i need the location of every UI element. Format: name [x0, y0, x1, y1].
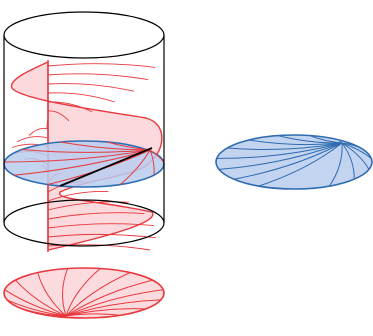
blue-fiber [309, 135, 343, 144]
blue-fiber [338, 139, 343, 144]
section-fiber [60, 141, 151, 151]
section-fiber [4, 149, 151, 163]
blue-fiber [227, 142, 343, 151]
cylinder-bottom-back [3, 199, 165, 224]
sheet-fiber [47, 83, 135, 92]
red-fiber [65, 279, 153, 317]
red-fiber [4, 289, 67, 317]
blue-fiber [218, 142, 343, 170]
projected-blue-disk [215, 134, 373, 190]
cylinder-bottom [3, 222, 165, 247]
section-fiber [119, 149, 151, 185]
sheet-fiber [47, 63, 156, 68]
sheet-fiber [28, 127, 49, 136]
red-fiber [6, 299, 67, 317]
projected-red-disk [3, 267, 165, 319]
red-fiber [65, 268, 101, 317]
highlight-fiber [59, 147, 153, 187]
blue-fiber [233, 142, 343, 180]
red-fiber [65, 313, 121, 317]
blue-fiber [341, 142, 370, 170]
cylinder-top [3, 11, 165, 59]
red-fiber [65, 289, 164, 317]
section-fiber [149, 149, 165, 163]
blue-fiber [216, 142, 343, 159]
blue-fiber [277, 135, 343, 144]
sheet-fiber [47, 233, 156, 239]
blue-fiber [248, 139, 343, 146]
red-fiber [62, 268, 69, 317]
red-fiber [65, 272, 131, 317]
sheet-fiber [16, 136, 49, 143]
blue-fiber [258, 142, 343, 187]
section-fiber [149, 149, 155, 176]
red-fiber [65, 299, 161, 317]
sheet-fiber [47, 191, 109, 202]
sheet-fiber [47, 223, 154, 229]
blue-fiber [328, 142, 343, 187]
sheet-fiber [47, 212, 145, 220]
red-disk-fibers [4, 268, 164, 317]
red-fiber [15, 279, 67, 317]
blue-fiber [341, 142, 355, 180]
blue-disk-fibers [216, 135, 372, 187]
section-fiber [21, 149, 151, 153]
red-fiber [37, 272, 67, 317]
sheet-fiber [47, 92, 116, 103]
blue-fiber [341, 142, 372, 159]
sheet-fiber [47, 110, 70, 122]
sheet-fiber [47, 73, 149, 81]
sheet-fiber [47, 101, 93, 113]
red-fiber [65, 308, 146, 317]
